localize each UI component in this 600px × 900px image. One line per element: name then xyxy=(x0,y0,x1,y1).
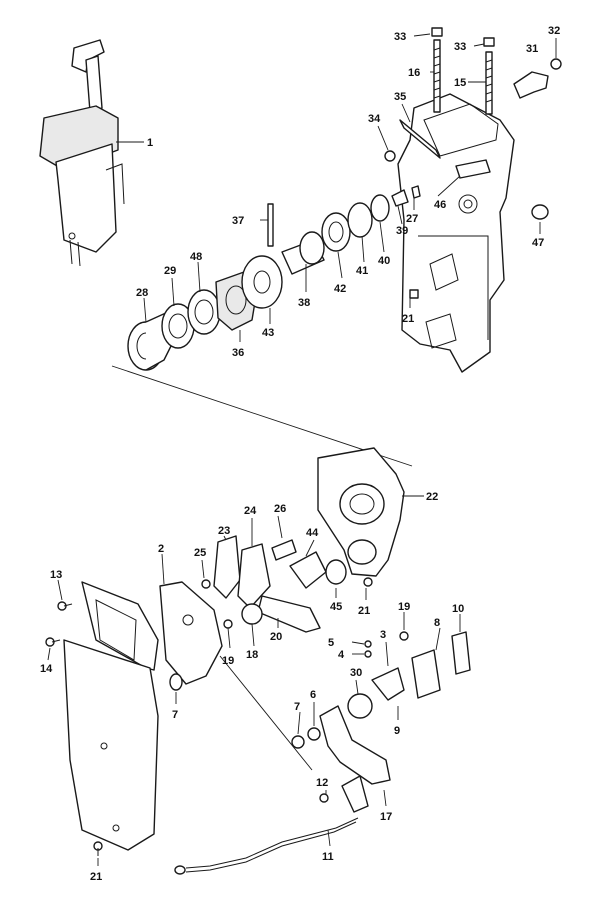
callout-8: 8 xyxy=(434,617,440,629)
callouts: 1 33 33 32 31 16 15 35 34 27 39 46 47 37… xyxy=(40,25,560,883)
small-parts-upper xyxy=(384,150,421,299)
callout-15: 15 xyxy=(454,77,466,89)
callout-26: 26 xyxy=(274,503,286,515)
callout-47: 47 xyxy=(532,237,544,249)
callout-13: 13 xyxy=(50,569,62,581)
callout-31: 31 xyxy=(526,43,538,55)
housing-upper xyxy=(397,93,515,373)
callout-39: 39 xyxy=(396,225,408,237)
callout-24: 24 xyxy=(244,505,257,517)
callout-34: 34 xyxy=(368,113,381,125)
lever-parts xyxy=(213,535,347,633)
callout-29: 29 xyxy=(164,265,176,277)
bracket-31 xyxy=(513,71,549,99)
cover-plate xyxy=(63,581,159,851)
callout-33-right: 33 xyxy=(454,41,466,53)
callout-12: 12 xyxy=(316,777,328,789)
callout-9: 9 xyxy=(394,725,400,737)
callout-35: 35 xyxy=(394,91,406,103)
callout-16: 16 xyxy=(408,67,420,79)
callout-42: 42 xyxy=(334,283,346,295)
callout-10: 10 xyxy=(452,603,464,615)
callout-1: 1 xyxy=(147,137,153,149)
callout-21-bottom: 21 xyxy=(90,871,102,883)
callout-37: 37 xyxy=(232,215,244,227)
screws-lower xyxy=(45,577,409,856)
callout-32: 32 xyxy=(548,25,560,37)
callout-22: 22 xyxy=(426,491,438,503)
callout-5: 5 xyxy=(328,637,334,649)
bracket-22 xyxy=(317,447,405,577)
callout-14: 14 xyxy=(40,663,53,675)
pin-47 xyxy=(531,204,549,220)
stud-15 xyxy=(483,37,495,115)
callout-21-mid: 21 xyxy=(358,605,370,617)
right-linkage xyxy=(169,631,471,813)
screw-32 xyxy=(550,58,562,70)
callout-40: 40 xyxy=(378,255,390,267)
callout-45: 45 xyxy=(330,601,342,613)
callout-41: 41 xyxy=(356,265,368,277)
callout-3: 3 xyxy=(380,629,386,641)
plate-2 xyxy=(159,581,223,685)
callout-36: 36 xyxy=(232,347,244,359)
callout-20: 20 xyxy=(270,631,282,643)
cable-11 xyxy=(174,817,359,875)
callout-48: 48 xyxy=(190,251,202,263)
part-1-control-box xyxy=(39,39,125,267)
callout-30: 30 xyxy=(350,667,362,679)
callout-19-left: 19 xyxy=(222,655,234,667)
stud-16 xyxy=(431,27,443,113)
callout-6: 6 xyxy=(310,689,316,701)
shaft-assembly xyxy=(127,194,390,371)
callout-4: 4 xyxy=(338,649,345,661)
callout-11: 11 xyxy=(322,851,334,863)
callout-33-left: 33 xyxy=(394,31,406,43)
callout-7-left: 7 xyxy=(172,709,178,721)
callout-17: 17 xyxy=(380,811,392,823)
callout-46: 46 xyxy=(434,199,446,211)
callout-43: 43 xyxy=(262,327,274,339)
callout-38: 38 xyxy=(298,297,310,309)
callout-18: 18 xyxy=(246,649,258,661)
callout-44: 44 xyxy=(306,527,319,539)
callout-2: 2 xyxy=(158,543,164,555)
callout-7-right: 7 xyxy=(294,701,300,713)
callout-19-right: 19 xyxy=(398,601,410,613)
callout-21-upper: 21 xyxy=(402,313,414,325)
callout-23: 23 xyxy=(218,525,230,537)
callout-28: 28 xyxy=(136,287,148,299)
callout-27: 27 xyxy=(406,213,418,225)
callout-25: 25 xyxy=(194,547,206,559)
